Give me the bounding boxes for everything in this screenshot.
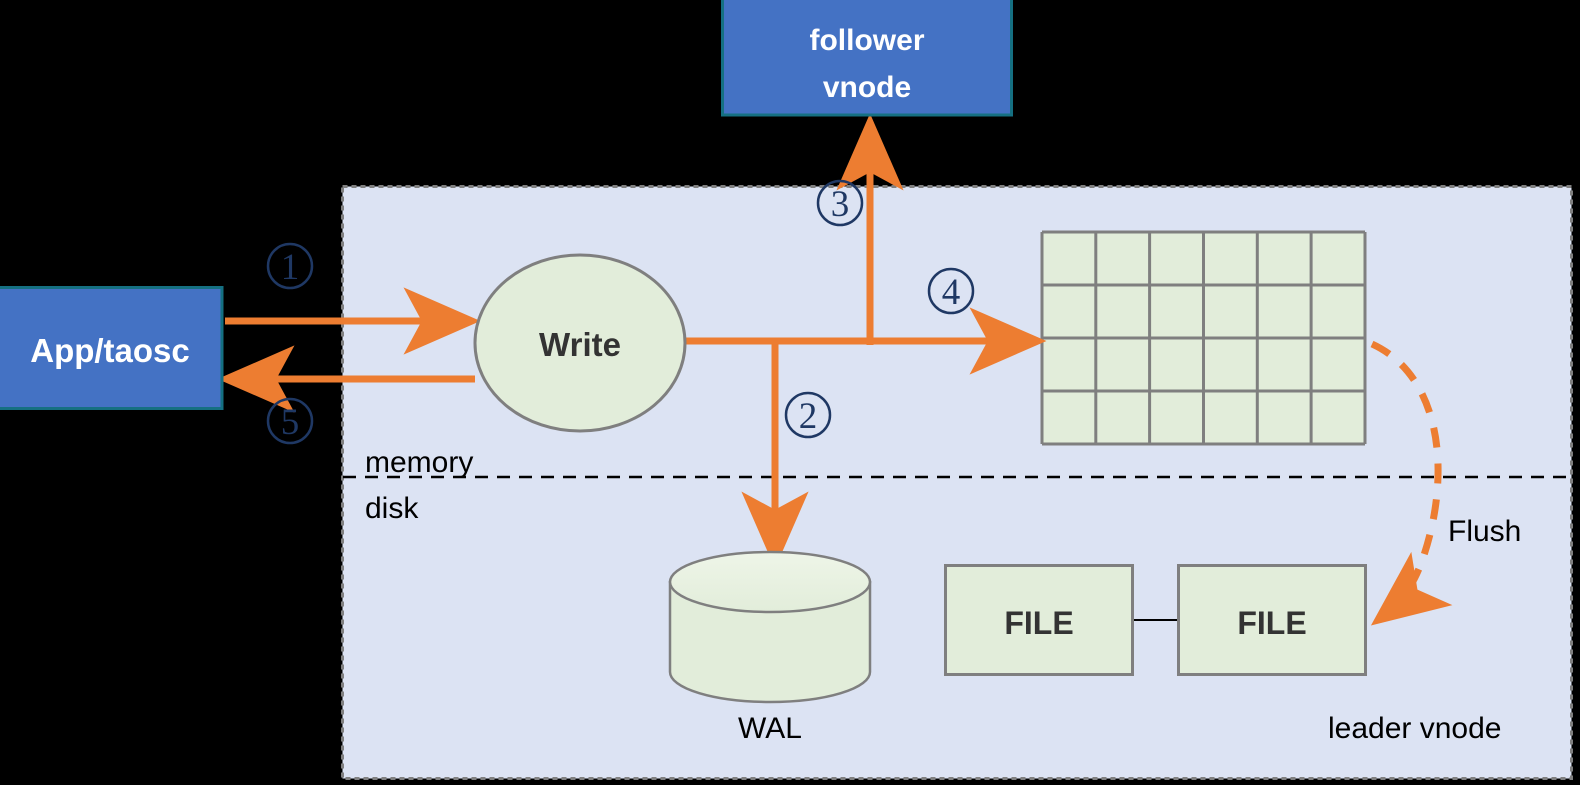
step-number-4: 4 [942,272,961,313]
follower-vnode-box [721,0,1013,117]
leader-vnode-label: leader vnode [1328,712,1501,745]
disk-label: disk [365,492,419,525]
step-number-5: 5 [281,402,300,443]
memtable-grid [1040,230,1367,446]
step-number-2: 2 [799,396,818,437]
follower-vnode-label-line2: vnode [823,71,911,104]
app-taosc-box [0,286,224,410]
write-node [473,253,687,433]
app-taosc-label: App/taosc [30,332,190,369]
step-number-3: 3 [831,184,850,225]
wal-label: WAL [738,712,802,745]
file-box-right [1177,564,1367,676]
wal-cylinder [668,550,872,704]
step-circle-5 [266,397,314,445]
write-node-label: Write [539,326,621,363]
flush-label: Flush [1448,515,1521,548]
memory-label: memory [365,446,473,479]
step-circle-2 [784,391,832,439]
step-circle-3 [816,179,864,227]
follower-vnode-label-line1: follower [809,24,924,57]
file-box-left [944,564,1134,676]
step-circle-1 [266,242,314,290]
flush-arrow [1370,340,1453,626]
file-left-label: FILE [1004,605,1073,641]
step-number-1: 1 [281,247,300,288]
step-circle-4 [927,267,975,315]
file-right-label: FILE [1237,605,1306,641]
